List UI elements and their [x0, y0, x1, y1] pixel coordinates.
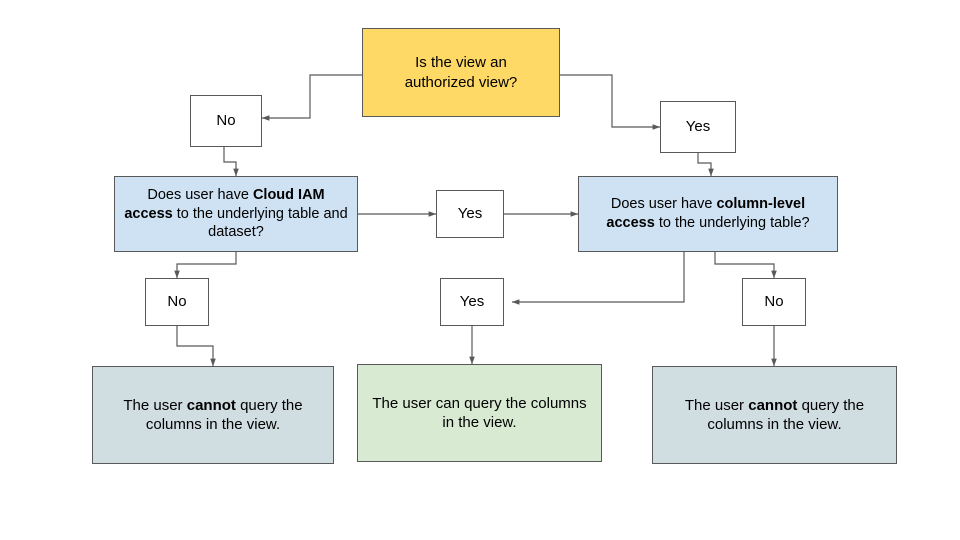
branch-no-iam-label: No [167, 293, 187, 311]
outcome-left-cannot-query[interactable]: The user cannot query the columns in the… [92, 366, 334, 464]
outcome-right-cannot-query[interactable]: The user cannot query the columns in the… [652, 366, 897, 464]
wire-no-to-outcome-left [176, 326, 216, 367]
outcome-left-lead: The user [123, 396, 187, 414]
outcome-right-lead: The user [684, 396, 749, 414]
outcome-right-label: The user cannot query the columns in the… [653, 396, 896, 435]
iam-text-bold: Cloud IAM access [124, 186, 325, 222]
decision-cloud-iam-access[interactable]: Does user have Cloud IAM access to the u… [114, 176, 358, 252]
wire-iam-to-no [174, 252, 237, 279]
branch-yes-top-label: Yes [685, 118, 711, 136]
wire-column-to-no [714, 252, 777, 279]
outcome-left-bold: cannot [186, 396, 236, 414]
decision-cloud-iam-access-label: Does user have Cloud IAM access to the u… [115, 186, 357, 243]
wire-root-to-yes [560, 74, 661, 130]
column-text-bold: column-level access [606, 196, 806, 231]
column-text-lead: Does user have [610, 196, 717, 213]
outcome-left-label: The user cannot query the columns in the… [93, 396, 333, 435]
branch-yes-iam[interactable]: Yes [436, 190, 504, 238]
branch-yes-iam-label: Yes [457, 205, 483, 223]
branch-no-column-label: No [764, 293, 784, 311]
branch-no-top[interactable]: No [190, 95, 262, 147]
outcome-left-tail: query the columns in the view. [145, 396, 303, 434]
iam-text-tail: to the underlying table and dataset? [172, 205, 348, 241]
decision-authorized-view-label: Is the view an authorized view? [404, 54, 518, 91]
wire-column-to-yes [511, 252, 685, 305]
wire-no-to-iam [223, 147, 239, 177]
branch-no-column[interactable]: No [742, 278, 806, 326]
decision-column-level-access-label: Does user have column-level access to th… [579, 195, 837, 233]
branch-yes-top[interactable]: Yes [660, 101, 736, 153]
wire-yes-to-column [697, 153, 714, 177]
branch-yes-column-label: Yes [459, 293, 485, 311]
outcome-right-tail: query the columns in the view. [707, 396, 865, 434]
branch-no-iam[interactable]: No [145, 278, 209, 326]
decision-authorized-view[interactable]: Is the view an authorized view? [362, 28, 560, 117]
decision-column-level-access[interactable]: Does user have column-level access to th… [578, 176, 838, 252]
outcome-right-bold: cannot [748, 396, 798, 414]
outcome-middle-label: The user can query the columns in the vi… [372, 394, 587, 432]
wire-root-to-no [261, 74, 362, 121]
branch-no-top-label: No [216, 112, 236, 130]
outcome-middle-can-query[interactable]: The user can query the columns in the vi… [357, 364, 602, 462]
column-text-tail: to the underlying table? [654, 215, 810, 231]
iam-text-lead: Does user have [147, 186, 253, 203]
branch-yes-column[interactable]: Yes [440, 278, 504, 326]
